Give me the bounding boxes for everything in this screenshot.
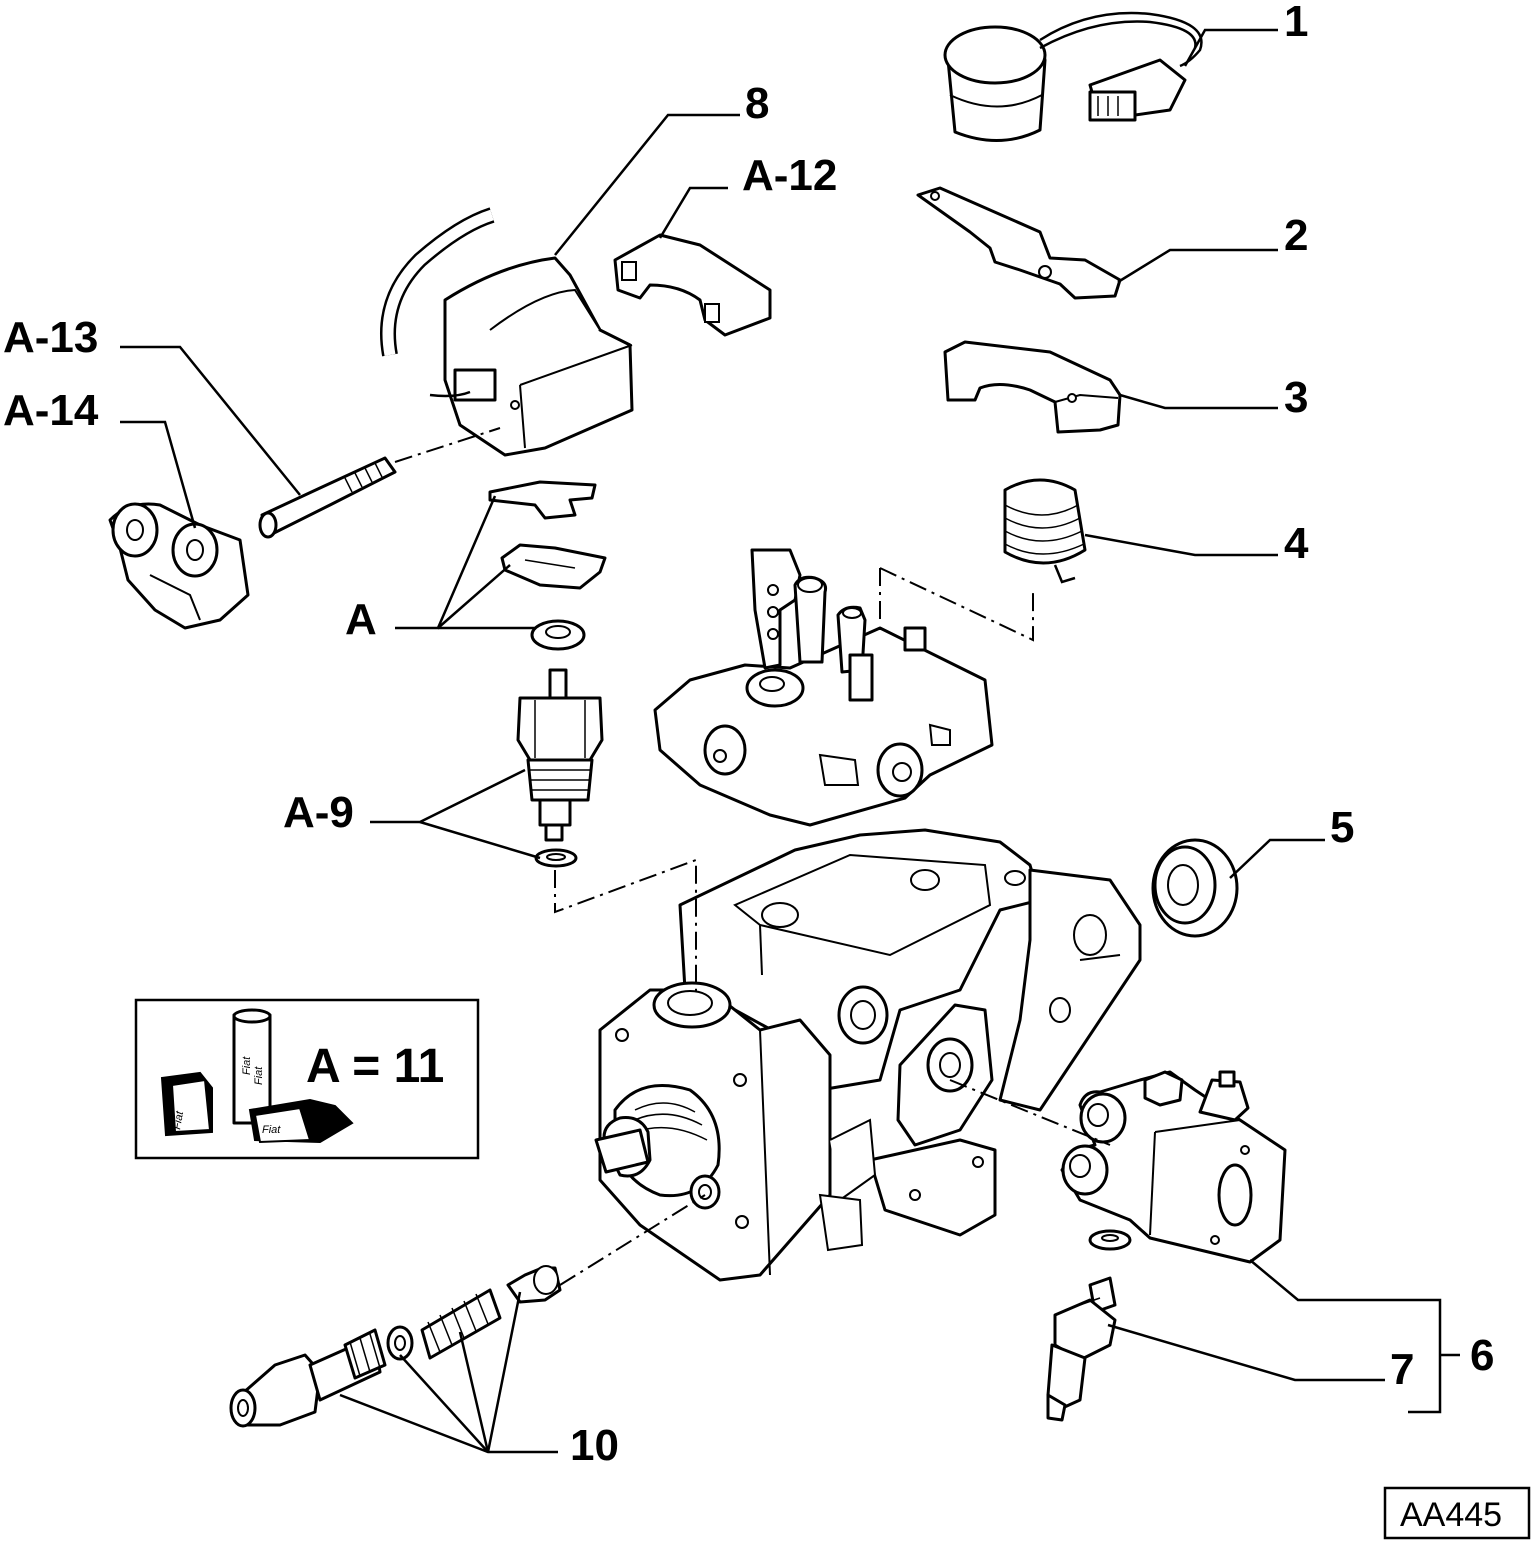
- governor-cover: [653, 548, 994, 827]
- sealant-pack-icon: [253, 1106, 312, 1144]
- part-4-spring: [1003, 478, 1087, 584]
- callout-4: 4: [1284, 519, 1309, 568]
- part-8-solenoid-cover: [380, 207, 634, 457]
- part-3-bracket: [943, 340, 1122, 434]
- callout-8: 8: [745, 79, 769, 128]
- callout-2: 2: [1284, 211, 1308, 260]
- part-2-lever-plate: [916, 186, 1122, 300]
- part-7-valve-plug: [1046, 1229, 1132, 1422]
- box-label-2: Fiat: [262, 1124, 281, 1136]
- callout-5: 5: [1330, 803, 1354, 852]
- callout-10: 10: [570, 1421, 619, 1470]
- callout-a13: A-13: [3, 313, 98, 362]
- legend-box: Fiat Fiat Fiat Fiat A = 11: [134, 998, 480, 1160]
- part-a12-saddle: [613, 233, 772, 337]
- pump-main-body: [594, 828, 1142, 1282]
- callout-a9: A-9: [283, 788, 354, 837]
- part-a13-stud: [258, 456, 397, 539]
- callout-a: A: [345, 595, 377, 644]
- part-5-bearing: [1151, 838, 1239, 938]
- part-a-small-parts: [488, 480, 607, 651]
- reference-code: AA445: [1400, 1496, 1502, 1534]
- box-label-1: Fiat: [171, 1109, 186, 1130]
- part-a14-roller-assembly: [108, 502, 250, 630]
- sealant-box-icon: [170, 1078, 212, 1134]
- callout-a14: A-14: [3, 386, 99, 435]
- callout-a12: A-12: [742, 151, 837, 200]
- part-10-valve-kit: [229, 1265, 562, 1428]
- callouts: 1 2 3 4 5 6 7 8 10 A A-9 A-12 A-13 A-14: [3, 0, 1494, 1470]
- tube-label-1: Fiat: [241, 1056, 253, 1075]
- callout-7: 7: [1390, 1345, 1414, 1394]
- callout-3: 3: [1284, 373, 1308, 422]
- leader-lines: [120, 28, 1460, 1454]
- tube-label-2: Fiat: [253, 1066, 265, 1085]
- reference-code-box: AA445: [1383, 1486, 1531, 1540]
- part-a9-plug: [516, 668, 604, 868]
- part-6-valve-housing: [1060, 1070, 1287, 1264]
- alignment-lines: [394, 427, 1111, 1286]
- callout-6: 6: [1470, 1331, 1494, 1380]
- legend-text: A = 11: [306, 1040, 444, 1093]
- callout-1: 1: [1284, 0, 1308, 46]
- part-1-sensor: [943, 11, 1203, 142]
